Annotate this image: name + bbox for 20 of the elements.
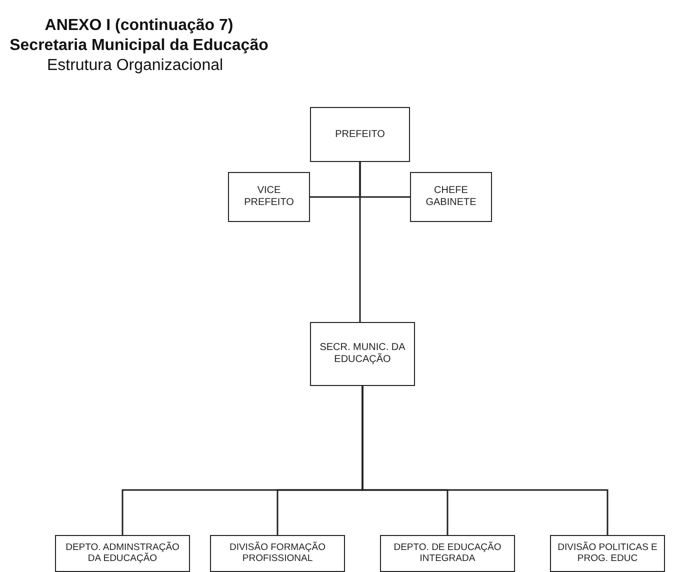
title: ANEXO I (continuação 7) Secretaria Municipal da Educação [8,16,270,56]
connector-line [362,386,608,535]
box-label: DIVISÃO POLITICAS E PROG. EDUC [556,543,658,564]
org-box [55,535,190,572]
org-box [210,535,345,572]
org-box [310,322,415,386]
org-box [310,107,410,162]
org-box [550,535,665,572]
box-label: DEPTO. ADMINSTRAÇÃO DA EDUCAÇÃO [64,543,180,564]
box-label: DIVISÃO FORMAÇÃO PROFISSIONAL [228,543,327,564]
org-box [410,172,492,222]
connector-line [359,162,361,322]
box-label: PREFEITO [334,128,386,140]
org-box [228,172,310,222]
box-label: DEPTO. DE EDUCAÇÃO INTEGRADA [392,543,502,564]
box-label: SECR. MUNIC. DA EDUCAÇÃO [318,342,406,366]
box-label: CHEFE GABINETE [424,185,478,209]
box-label: VICE PREFEITO [243,185,295,209]
subtitle: Estrutura Organizacional [46,56,224,76]
org-box [380,535,515,572]
